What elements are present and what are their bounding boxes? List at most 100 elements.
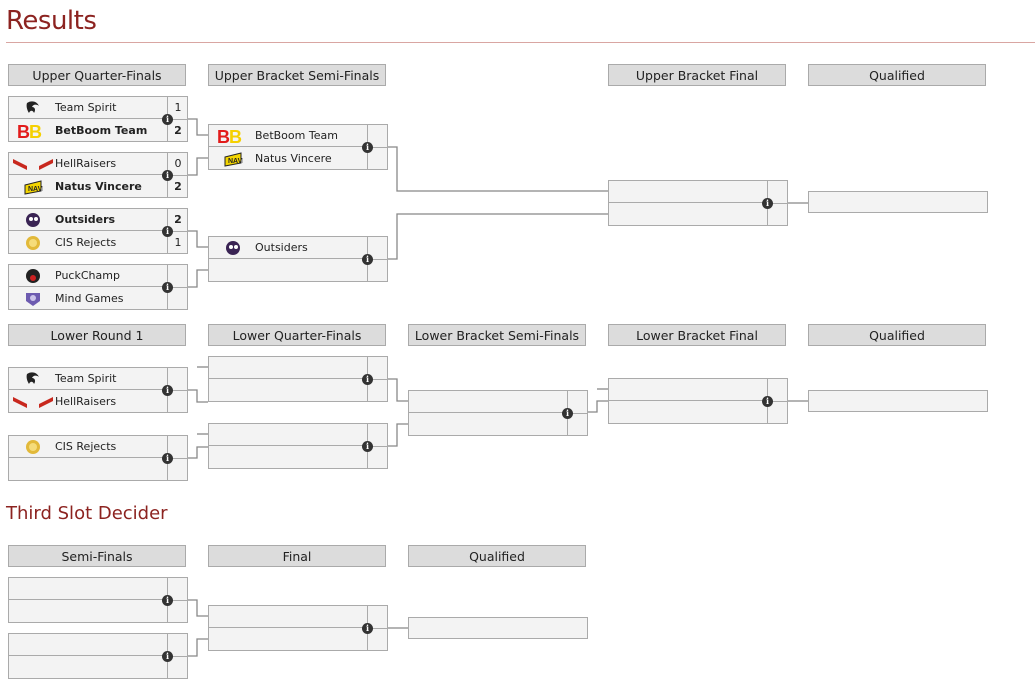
match-info-icon[interactable]: i — [162, 453, 173, 464]
match-lower-r1-1: Team Spirit HellRaisers i — [8, 367, 188, 413]
match-slot[interactable]: CIS Rejects — [9, 436, 167, 458]
match-info-icon[interactable]: i — [162, 651, 173, 662]
score — [167, 601, 188, 623]
header-lower-bracket-final: Lower Bracket Final — [608, 324, 786, 346]
score — [567, 414, 588, 436]
team-name: Mind Games — [55, 292, 124, 305]
match-slot[interactable] — [9, 634, 167, 656]
match-slot[interactable]: NAVI Natus Vincere — [209, 148, 367, 170]
match-slot[interactable] — [209, 424, 367, 446]
match-upper-qf-2: HellRaisers 0 NAVI Natus Vincere 2 i — [8, 152, 188, 198]
match-tsd-sf-2: i — [8, 633, 188, 679]
match-slot[interactable]: NAVI Natus Vincere — [9, 176, 167, 198]
match-info-icon[interactable]: i — [162, 282, 173, 293]
qualified-slot-upper[interactable] — [808, 191, 988, 213]
match-slot[interactable] — [209, 380, 367, 402]
match-lower-r1-2: CIS Rejects i — [8, 435, 188, 481]
match-info-icon[interactable]: i — [162, 226, 173, 237]
hellraisers-logo — [13, 397, 53, 408]
match-info-icon[interactable]: i — [362, 142, 373, 153]
match-upper-qf-3: Outsiders 2 CIS Rejects 1 i — [8, 208, 188, 254]
score — [367, 148, 388, 170]
navi-logo: NAVI — [24, 180, 43, 195]
qualified-slot-lower[interactable] — [808, 390, 988, 412]
match-slot[interactable] — [609, 379, 767, 401]
score — [167, 436, 188, 459]
match-slot[interactable] — [9, 578, 167, 600]
match-slot[interactable]: PuckChamp — [9, 265, 167, 287]
header-semi-finals: Semi-Finals — [8, 545, 186, 567]
score — [167, 578, 188, 601]
match-slot[interactable] — [609, 204, 767, 226]
score — [367, 447, 388, 469]
score — [767, 402, 788, 424]
match-info-icon[interactable]: i — [162, 595, 173, 606]
match-info-icon[interactable]: i — [562, 408, 573, 419]
match-upper-qf-4: PuckChamp Mind Games i — [8, 264, 188, 310]
team-name: Natus Vincere — [55, 180, 142, 193]
score: 2 — [167, 120, 188, 142]
match-slot[interactable] — [209, 629, 367, 651]
team-spirit-logo — [26, 372, 39, 384]
score — [567, 391, 588, 414]
score — [767, 181, 788, 204]
match-slot[interactable] — [209, 606, 367, 628]
svg-text:B: B — [29, 123, 42, 139]
match-info-icon[interactable]: i — [362, 374, 373, 385]
match-slot[interactable]: HellRaisers — [9, 391, 167, 413]
match-info-icon[interactable]: i — [762, 198, 773, 209]
match-slot[interactable]: Mind Games — [9, 288, 167, 310]
match-slot[interactable] — [209, 357, 367, 379]
header-lower-round-1: Lower Round 1 — [8, 324, 186, 346]
team-name: HellRaisers — [55, 395, 117, 408]
team-spirit-logo — [26, 101, 39, 113]
qualified-slot-third[interactable] — [408, 617, 588, 639]
match-info-icon[interactable]: i — [362, 623, 373, 634]
header-qualified-third: Qualified — [408, 545, 586, 567]
match-slot[interactable]: HellRaisers — [9, 153, 167, 175]
match-info-icon[interactable]: i — [162, 114, 173, 125]
score — [167, 265, 188, 288]
team-name: CIS Rejects — [55, 440, 117, 453]
match-slot[interactable] — [609, 402, 767, 424]
match-slot[interactable]: Team Spirit — [9, 97, 167, 119]
match-slot[interactable] — [209, 447, 367, 469]
match-info-icon[interactable]: i — [762, 396, 773, 407]
match-info-icon[interactable]: i — [362, 441, 373, 452]
match-slot[interactable]: Outsiders — [9, 209, 167, 231]
match-slot[interactable]: CIS Rejects — [9, 232, 167, 254]
match-slot[interactable] — [9, 601, 167, 623]
team-name: HellRaisers — [55, 157, 117, 170]
hellraisers-logo — [13, 159, 53, 170]
match-info-icon[interactable]: i — [362, 254, 373, 265]
score: 2 — [167, 209, 188, 232]
match-slot[interactable] — [9, 657, 167, 679]
match-slot[interactable] — [9, 459, 167, 481]
match-slot[interactable] — [209, 260, 367, 282]
match-slot[interactable] — [609, 181, 767, 203]
header-upper-bracket-final: Upper Bracket Final — [608, 64, 786, 86]
team-name: Team Spirit — [55, 101, 117, 114]
score: 2 — [167, 176, 188, 198]
score — [767, 379, 788, 402]
score — [167, 657, 188, 679]
team-name: PuckChamp — [55, 269, 120, 282]
match-upper-sf-2: Outsiders i — [208, 236, 388, 282]
team-name: CIS Rejects — [55, 236, 117, 249]
score: 0 — [167, 153, 188, 176]
match-slot[interactable]: Team Spirit — [9, 368, 167, 390]
match-slot[interactable] — [409, 391, 567, 413]
match-slot[interactable] — [409, 414, 567, 436]
match-info-icon[interactable]: i — [162, 170, 173, 181]
page-title: Results — [6, 6, 97, 36]
score — [367, 629, 388, 651]
match-info-icon[interactable]: i — [162, 385, 173, 396]
score — [367, 237, 388, 260]
match-slot[interactable]: Outsiders — [209, 237, 367, 259]
